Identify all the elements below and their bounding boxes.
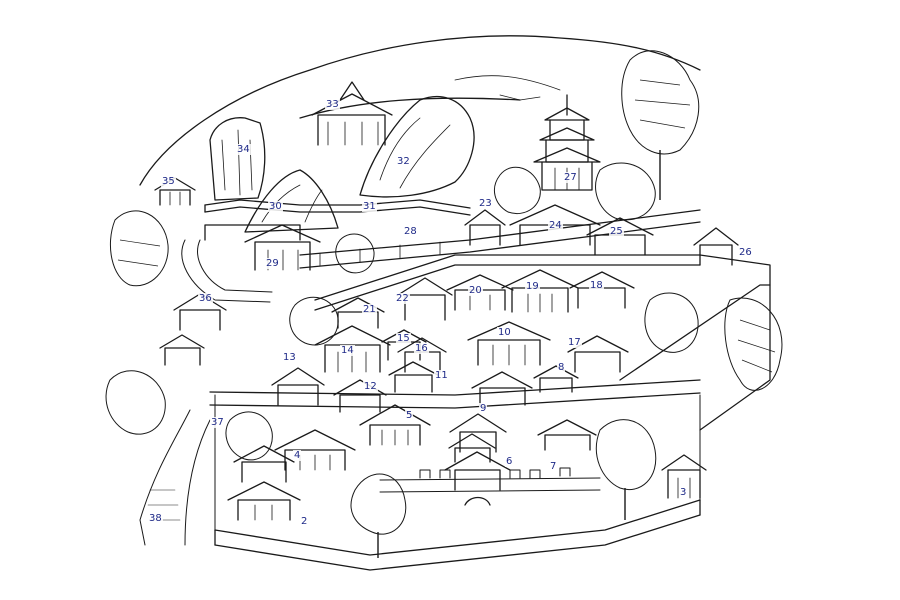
building-22 — [397, 277, 453, 321]
pavilion-23 — [464, 209, 506, 246]
building-8 — [533, 365, 579, 393]
rockery-32 — [359, 96, 475, 198]
label-2: 2 — [300, 516, 309, 527]
label-31: 31 — [362, 201, 377, 212]
label-3: 3 — [679, 487, 688, 498]
building-5 — [359, 404, 431, 446]
label-28: 28 — [403, 226, 418, 237]
label-35: 35 — [161, 176, 176, 187]
label-11: 11 — [434, 370, 449, 381]
building-11 — [388, 361, 439, 393]
building-7 — [537, 419, 597, 451]
label-9: 9 — [479, 403, 488, 414]
gate-tower-2 — [227, 445, 301, 521]
label-25: 25 — [609, 226, 624, 237]
pavilion-33 — [311, 81, 393, 146]
label-6: 6 — [505, 456, 514, 467]
label-16: 16 — [414, 343, 429, 354]
label-12: 12 — [363, 381, 378, 392]
label-19: 19 — [525, 281, 540, 292]
back-garden-wall — [204, 199, 471, 216]
label-24: 24 — [548, 220, 563, 231]
building-6 — [448, 433, 496, 463]
outer-city-wall — [209, 284, 771, 571]
label-30: 30 — [268, 201, 283, 212]
label-17: 17 — [567, 337, 582, 348]
tower-26 — [693, 227, 739, 266]
label-15: 15 — [396, 333, 411, 344]
hall-9 — [471, 371, 533, 406]
label-26: 26 — [738, 247, 753, 258]
corner-tower-3 — [661, 454, 707, 499]
front-wall-merlons — [379, 467, 601, 493]
tree-left-cluster — [105, 210, 169, 435]
building-36 — [159, 293, 227, 366]
label-8: 8 — [557, 362, 566, 373]
label-29: 29 — [265, 258, 280, 269]
tree-right-mid — [644, 292, 699, 353]
label-21: 21 — [362, 304, 377, 315]
tree-left-lower — [225, 411, 273, 461]
label-13: 13 — [282, 352, 297, 363]
label-22: 22 — [395, 293, 410, 304]
tree-front-center — [350, 473, 407, 558]
label-27: 27 — [563, 172, 578, 183]
tree-mid-left — [289, 233, 375, 346]
label-23: 23 — [478, 198, 493, 209]
label-18: 18 — [589, 280, 604, 291]
background-mountains — [139, 35, 701, 186]
tree-right-willow — [724, 297, 783, 391]
label-36: 36 — [198, 293, 213, 304]
label-10: 10 — [497, 327, 512, 338]
building-4 — [274, 429, 356, 471]
label-7: 7 — [549, 461, 558, 472]
trees — [105, 50, 783, 558]
label-37: 37 — [210, 417, 225, 428]
label-5: 5 — [405, 410, 414, 421]
label-34: 34 — [236, 144, 251, 155]
label-20: 20 — [468, 285, 483, 296]
label-14: 14 — [340, 345, 355, 356]
label-38: 38 — [148, 513, 163, 524]
rockery-30 — [244, 169, 339, 233]
tree-front-right — [595, 419, 657, 520]
label-33: 33 — [325, 99, 340, 110]
hall-10 — [467, 321, 551, 366]
tree-upper-right — [621, 50, 700, 200]
inner-enclosure-wall — [314, 254, 771, 311]
hillside-road — [181, 239, 273, 303]
label-4: 4 — [293, 450, 302, 461]
label-32: 32 — [396, 156, 411, 167]
pagoda-27 — [533, 94, 601, 191]
building-13 — [271, 367, 325, 406]
river-38 — [139, 409, 211, 546]
tree-center-cluster — [493, 162, 656, 221]
hall-19 — [501, 269, 579, 313]
rockery-34 — [209, 117, 266, 201]
